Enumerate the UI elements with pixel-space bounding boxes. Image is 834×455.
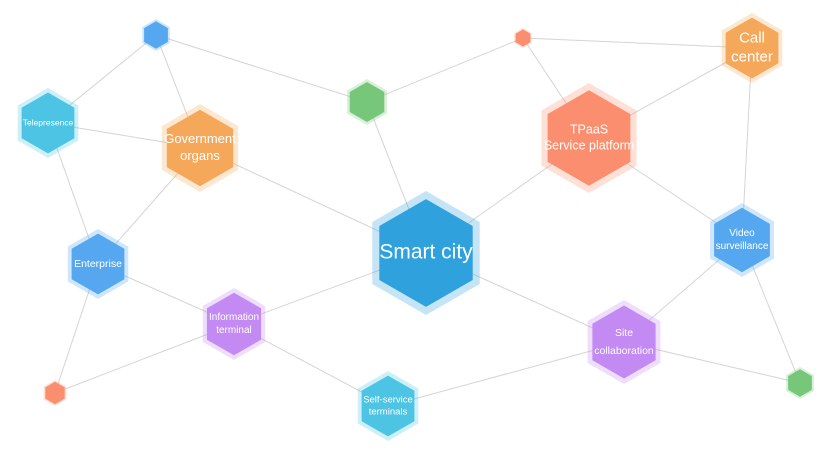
node-label-line: TPaaS — [570, 122, 608, 136]
hex-core — [592, 305, 656, 379]
hex-core — [714, 207, 770, 273]
hex-core — [725, 17, 779, 79]
decor-dot-green-top — [347, 79, 387, 125]
decor-dot-salmon-top — [514, 28, 532, 48]
node-smart-city[interactable]: Smart city — [372, 191, 480, 315]
node-label-line: Government — [164, 131, 236, 146]
node-label-line: Site — [615, 327, 633, 339]
node-layer: Smart city TPaaS Service platform Governmen… — [17, 13, 814, 441]
edge-self-service-site-collaboration — [387, 341, 625, 407]
node-tpaas[interactable]: TPaaS Service platform — [541, 83, 637, 193]
hex-core — [379, 199, 473, 307]
edge-dot-green-top-dot-salmon-top — [366, 37, 524, 103]
node-label-line: center — [731, 48, 773, 65]
node-label-line: collaboration — [594, 345, 654, 357]
edge-dot-salmon-top-call-center — [522, 37, 753, 49]
node-video-surveillance[interactable]: Video surveillance — [710, 203, 774, 277]
node-label-line: Enterprise — [74, 258, 122, 270]
edge-call-center-video-surveillance — [741, 47, 753, 241]
edge-information-terminal-dot-salmon-bottom — [54, 323, 235, 394]
edge-dot-blue-dot-green-top — [155, 34, 368, 103]
node-government[interactable]: Government organs — [161, 104, 239, 192]
node-telepresence[interactable]: Telepresence — [17, 88, 79, 158]
hex-core — [349, 82, 385, 122]
node-label-line: Video — [729, 228, 755, 239]
decor-dot-salmon-bottom — [43, 380, 67, 406]
node-label-line: Self-service — [363, 395, 413, 406]
hex-core — [788, 369, 812, 397]
hex-core — [515, 29, 531, 47]
node-enterprise[interactable]: Enterprise — [67, 229, 129, 299]
hex-core — [21, 92, 75, 154]
hex-core — [361, 375, 415, 437]
node-label-line: terminal — [216, 325, 252, 336]
node-label-line: Information — [209, 312, 259, 323]
node-label-line: organs — [180, 148, 220, 163]
node-site-collaboration[interactable]: Site collaboration — [587, 300, 661, 384]
decor-dot-green-right — [786, 367, 814, 399]
hex-core — [144, 21, 168, 49]
node-label-line: Call — [739, 29, 765, 46]
decor-dot-blue — [142, 19, 170, 51]
node-label-line: surveillance — [716, 241, 769, 252]
node-label-line: Service platform — [544, 138, 634, 152]
node-call-center[interactable]: Call center — [721, 13, 783, 83]
hex-core — [166, 109, 234, 187]
hex-core — [45, 381, 65, 405]
node-information-terminal[interactable]: Information terminal — [202, 288, 266, 360]
node-label-line: Telepresence — [23, 117, 74, 127]
hex-core — [547, 90, 631, 186]
hex-core — [206, 292, 262, 356]
node-label-line: terminals — [369, 407, 408, 418]
hex-core — [71, 233, 125, 295]
node-label-line: Smart city — [379, 241, 473, 264]
